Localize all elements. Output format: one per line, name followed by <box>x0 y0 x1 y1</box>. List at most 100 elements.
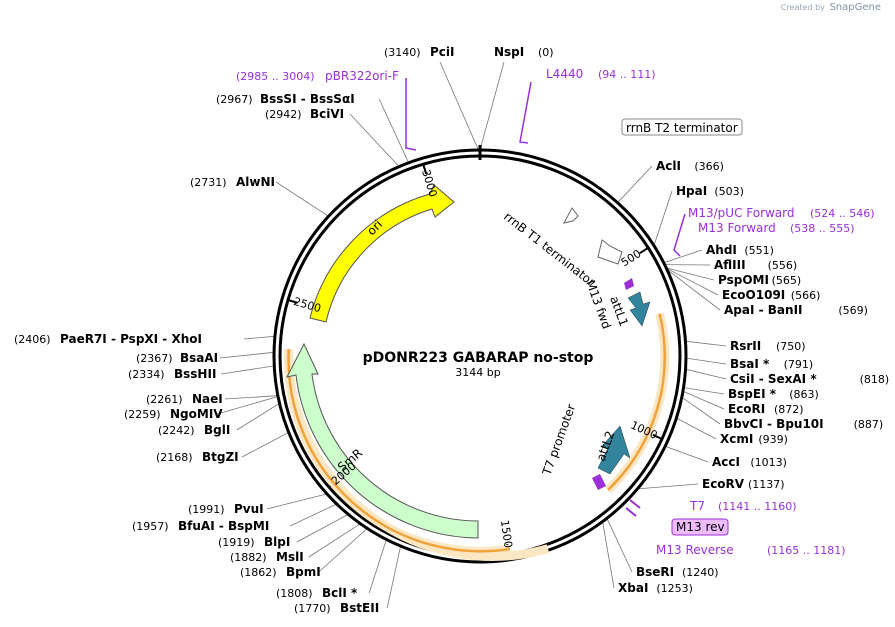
restriction-site-bsteii[interactable]: BstEII <box>340 601 379 615</box>
site-leader-line <box>349 113 400 167</box>
restriction-site-ahdi[interactable]: AhdI <box>706 243 737 257</box>
restriction-site-bpmi[interactable]: BpmI <box>286 565 321 579</box>
restriction-site-bsssi[interactable]: BssSI - BssSαI <box>260 92 355 106</box>
t7-promoter-label: T7 promoter <box>539 402 578 478</box>
site-position: (2261) <box>146 393 183 406</box>
site-leader-line <box>368 539 387 594</box>
leader-lines <box>217 61 727 609</box>
restriction-site-apai[interactable]: ApaI - BanII <box>724 303 803 317</box>
restriction-site-alwni[interactable]: AlwNI <box>236 175 275 189</box>
site-leader-line <box>685 357 727 365</box>
restriction-site-blpi[interactable]: BlpI <box>264 535 290 549</box>
l4440-range: (94 .. 111) <box>598 68 656 81</box>
restriction-site-hpai[interactable]: HpaI <box>676 184 707 198</box>
site-leader-line <box>666 269 721 311</box>
restriction-site-bfuai[interactable]: BfuAI - BspMI <box>178 519 269 533</box>
site-leader-line <box>318 528 368 573</box>
site-position: (2942) <box>265 108 302 121</box>
site-position: (569) <box>838 304 868 317</box>
restriction-site-naei[interactable]: NaeI <box>192 392 223 406</box>
restriction-site-bbvci[interactable]: BbvCI - Bpu10I <box>724 417 824 431</box>
restriction-site-bcivi[interactable]: BciVI <box>310 107 344 121</box>
rrnb-t2-label: rrnB T2 terminator <box>626 121 738 135</box>
restriction-site-acli[interactable]: AclI <box>656 159 681 173</box>
m13-puc-forward-name: M13/pUC Forward <box>688 206 795 220</box>
tick-mark <box>287 299 298 304</box>
insert-arc-right <box>607 313 666 491</box>
rrnb-t2-callout-box[interactable] <box>621 118 743 136</box>
site-position: (2967) <box>216 93 253 106</box>
restriction-site-nspi[interactable]: NspI <box>494 45 524 59</box>
restriction-site-pvui[interactable]: PvuI <box>234 502 264 516</box>
site-position: (2367) <box>136 352 173 365</box>
site-leader-line <box>221 365 275 375</box>
site-position: (887) <box>854 418 884 431</box>
restriction-site-rsrii[interactable]: RsrII <box>730 339 761 353</box>
restriction-site-afliii[interactable]: AflIII <box>714 258 746 272</box>
site-position: (791) <box>784 358 814 371</box>
site-leader-line <box>637 483 699 490</box>
site-position: (1253) <box>656 582 693 595</box>
restriction-site-ecori[interactable]: EcoRI <box>728 402 765 416</box>
restriction-site-pcii[interactable]: PciI <box>430 45 455 59</box>
site-leader-line <box>241 432 289 458</box>
site-position: (863) <box>789 388 819 401</box>
rrnb-t2-arrow <box>563 207 579 224</box>
site-position: (1919) <box>218 536 255 549</box>
site-leader-line <box>685 340 727 347</box>
site-position: (2259) <box>124 408 161 421</box>
restriction-site-pspomi[interactable]: PspOMI <box>718 273 769 287</box>
site-position: (2731) <box>190 176 227 189</box>
restriction-site-xbai[interactable]: XbaI <box>618 581 648 595</box>
restriction-site-bgli[interactable]: BglI <box>204 423 230 437</box>
site-leader-line <box>676 417 717 440</box>
restriction-site-bcli[interactable]: BclI * <box>322 586 358 600</box>
site-leader-line <box>236 402 280 431</box>
t7-primer-marker <box>629 499 641 509</box>
attl2-arrow <box>597 425 631 475</box>
m13-forward-range: (538 .. 555) <box>790 222 855 235</box>
restriction-site-bsaai[interactable]: BsaAI <box>180 351 218 365</box>
site-leader-line <box>606 518 633 573</box>
site-leader-line <box>685 368 727 380</box>
tick-label: 3000 <box>419 168 439 199</box>
m13-reverse-marker <box>625 507 637 517</box>
m13-rev-callout-box[interactable] <box>671 518 729 536</box>
site-leader-line <box>479 61 505 151</box>
restriction-site-csii[interactable]: CsiI - SexAI * <box>730 372 817 386</box>
restriction-site-ecoo109i[interactable]: EcoO109I <box>722 288 785 302</box>
pbr322ori-f-range: (2985 .. 3004) <box>236 70 315 83</box>
site-leader-line <box>289 503 337 527</box>
site-leader-line <box>386 546 401 609</box>
credit-prefix: Created by <box>780 3 825 12</box>
t7-primer-range: (1141 .. 1160) <box>718 500 797 513</box>
site-position: (3140) <box>384 46 421 59</box>
site-leader-line <box>296 514 349 543</box>
ori-feature-arrow <box>309 184 455 323</box>
site-leader-line <box>683 387 725 395</box>
restriction-site-xcmi[interactable]: XcmI <box>720 432 753 446</box>
t7-primer-name: T7 <box>689 499 705 513</box>
m13-fwd-marker <box>624 278 634 290</box>
site-position: (872) <box>774 403 804 416</box>
site-position: (1137) <box>748 478 785 491</box>
site-position: (503) <box>714 185 744 198</box>
site-position: (2334) <box>128 368 165 381</box>
restriction-site-paer7i[interactable]: PaeR7I - PspXI - XhoI <box>60 332 202 346</box>
rrnb-t1-label: rrnB T1 terminator <box>501 209 598 289</box>
restriction-site-ngomiv[interactable]: NgoMIV <box>170 407 223 421</box>
m13-reverse-name: M13 Reverse <box>656 543 734 557</box>
tick-label: 1500 <box>498 519 515 549</box>
restriction-site-ecorv[interactable]: EcoRV <box>702 477 745 491</box>
restriction-site-bsai[interactable]: BsaI * <box>730 357 770 371</box>
restriction-site-bsshii[interactable]: BssHII <box>174 367 216 381</box>
restriction-site-acci[interactable]: AccI <box>712 455 740 469</box>
restriction-site-btgzi[interactable]: BtgZI <box>202 450 239 464</box>
restriction-site-msli[interactable]: MslI <box>276 550 304 564</box>
site-leader-line <box>653 190 673 246</box>
restriction-site-bspei[interactable]: BspEI * <box>728 387 777 401</box>
t7-promoter-marker <box>592 474 606 490</box>
restriction-site-bseri[interactable]: BseRI <box>636 565 674 579</box>
m13-forward-name: M13 Forward <box>698 221 776 235</box>
pbr322ori-f-name: pBR322ori-F <box>325 69 399 83</box>
